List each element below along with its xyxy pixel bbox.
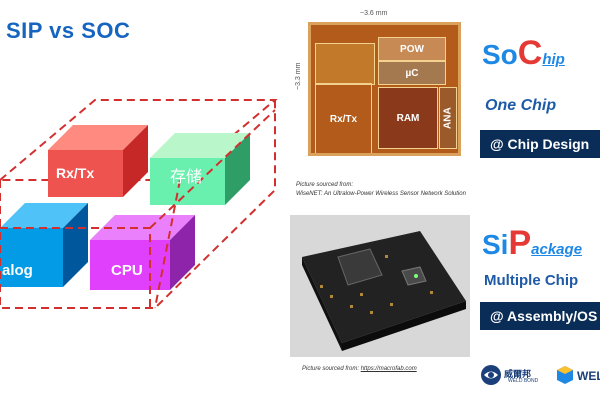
sipackage-big-letter: P (508, 224, 532, 262)
sochip-heading: SoChip (482, 34, 565, 73)
analog-box-label: alog (2, 262, 33, 279)
die-block-uc: µC (378, 61, 446, 85)
cpu-box-label: CPU (111, 262, 143, 279)
die-block-uc-label: µC (405, 67, 419, 79)
source1-title: WiseNET: An Ultralow-Power Wireless Sens… (296, 191, 466, 197)
source2-link[interactable]: https://macrofab.com (360, 366, 417, 372)
sochip-prefix: So (482, 39, 518, 70)
die-block-pow-label: POW (400, 43, 424, 55)
sipackage-prefix: Si (482, 229, 509, 260)
source2-label: Picture sourced from: (302, 366, 361, 372)
source2: Picture sourced from: https://macrofab.c… (302, 366, 417, 372)
rxtx-box (48, 125, 148, 197)
second-logo-text: WEL (577, 369, 600, 383)
source1-label: Picture sourced from: (296, 182, 354, 188)
rxtx-box-label: Rx/Tx (56, 165, 95, 181)
one-chip-label: One Chip (485, 97, 557, 114)
die-block-ana: ANA (439, 87, 457, 149)
weldbond-logo-cn: 威爾邦 (504, 369, 532, 379)
sipackage-heading: SiPackage (482, 224, 582, 263)
dashed-outline-front (0, 100, 276, 309)
die-logic-region (315, 43, 375, 85)
sip-board-edge-front (342, 301, 466, 351)
die-width-label: ~3.6 mm (360, 10, 388, 17)
multiple-chip-label: Multiple Chip (484, 272, 579, 289)
sip-board-drawing (302, 231, 466, 351)
sip-package-image (290, 215, 470, 357)
die-height-label: ~3.3 mm (295, 62, 302, 90)
boxes-diagram (0, 99, 278, 309)
sip-led (414, 274, 418, 278)
weldbond-logo-en: WELD BOND (508, 378, 539, 384)
storage-box-label: 存储 (170, 167, 203, 186)
sochip-big-letter: C (517, 34, 543, 72)
sip-chip-large (337, 248, 383, 286)
sochip-suffix: hip (542, 51, 565, 68)
sip-board-edge-left (302, 257, 342, 351)
slide-title: SIP vs SOC (6, 18, 131, 43)
analog-box (0, 203, 88, 287)
storage-box (150, 133, 250, 205)
soc-die-image: Rx/Tx POW µC RAM ANA (308, 22, 461, 156)
sip-pads (320, 255, 433, 314)
die-block-ram-label: RAM (396, 112, 420, 124)
assembly-banner: @ Assembly/OS (480, 302, 600, 330)
chip-design-banner: @ Chip Design (480, 130, 600, 158)
die-block-rxtx: Rx/Tx (315, 83, 372, 153)
sip-board (302, 231, 466, 343)
second-logo-icon (557, 366, 573, 384)
die-block-ana-label: ANA (442, 107, 454, 129)
sipackage-suffix: ackage (531, 241, 583, 258)
die-block-pow: POW (378, 37, 446, 61)
weldbond-logo-icon (481, 365, 501, 385)
die-block-ram: RAM (378, 87, 438, 149)
die-block-rxtx-label: Rx/Tx (329, 113, 358, 125)
